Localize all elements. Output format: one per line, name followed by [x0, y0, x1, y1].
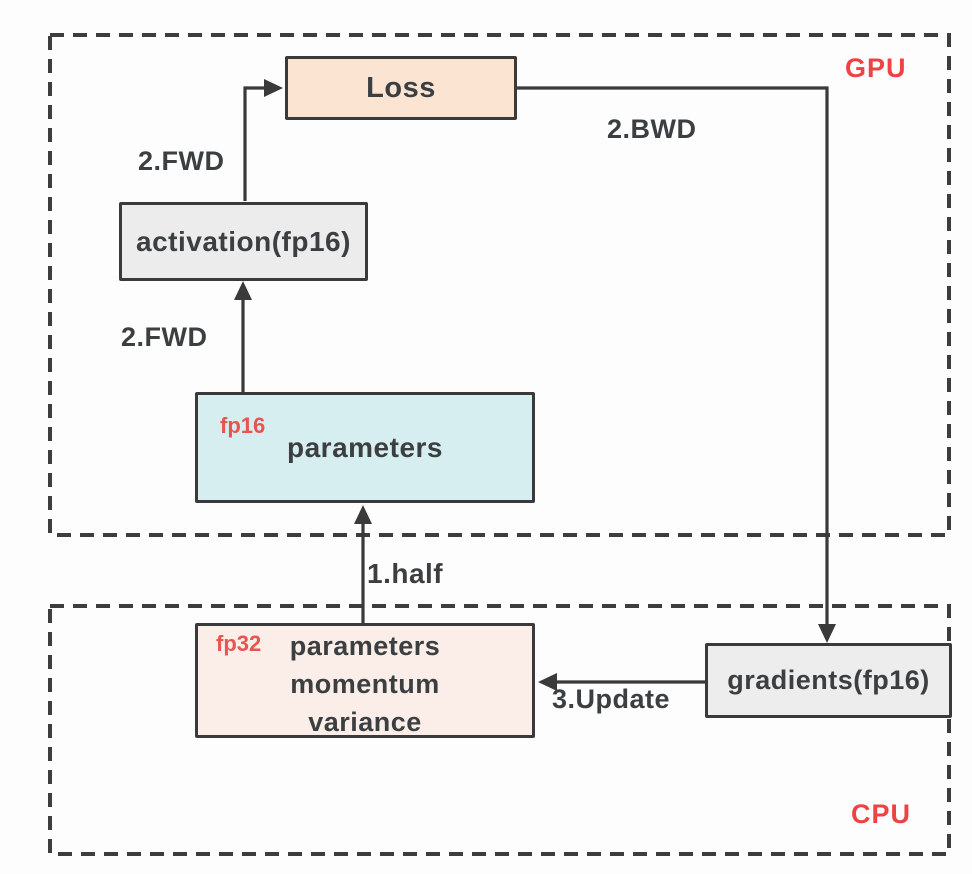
fp32-line-momentum: momentum	[290, 669, 440, 699]
activation-node: activation(fp16)	[119, 202, 368, 281]
edge-label-fwd-params-to-activation: 2.FWD	[121, 322, 208, 352]
fp32-line-variance: variance	[308, 707, 422, 737]
cpu-boundary-outline	[48, 604, 951, 856]
edge-label-half-fp32-to-fp16: 1.half	[367, 558, 444, 589]
fp32-line-parameters: parameters	[289, 631, 441, 661]
fp16-parameters-label: parameters	[287, 431, 443, 463]
fp16-parameters-node: fp16 parameters	[195, 392, 535, 503]
edge-label-fwd-activation-to-loss: 2.FWD	[138, 146, 225, 176]
gpu-boundary-outline	[48, 33, 951, 537]
edge-label-update-gradients-to-fp32: 3.Update	[552, 684, 671, 714]
fp16-precision-tag: fp16	[220, 413, 266, 438]
arrow-half-fp32-to-fp16	[354, 505, 372, 623]
arrow-fwd-params-to-activation	[234, 281, 252, 392]
fp32-optimizer-state-node: fp32 parameters momentum variance	[195, 623, 535, 738]
activation-node-label: activation(fp16)	[136, 225, 351, 257]
arrow-bwd-loss-to-gradients	[517, 86, 836, 643]
gradients-node-label: gradients(fp16)	[727, 665, 930, 695]
arrow-update-gradients-to-fp32	[538, 673, 705, 691]
loss-node-label: Loss	[366, 71, 436, 104]
arrow-fwd-activation-to-loss	[243, 79, 283, 201]
fp32-precision-tag: fp32	[216, 631, 262, 656]
fp32-state-lines: parameters momentum variance	[198, 626, 532, 741]
gpu-region-label: GPU	[845, 53, 907, 83]
edge-label-bwd-loss-to-gradients: 2.BWD	[607, 114, 697, 144]
cpu-region-label: CPU	[851, 799, 912, 829]
loss-node: Loss	[285, 56, 517, 120]
gradients-node: gradients(fp16)	[705, 643, 952, 718]
